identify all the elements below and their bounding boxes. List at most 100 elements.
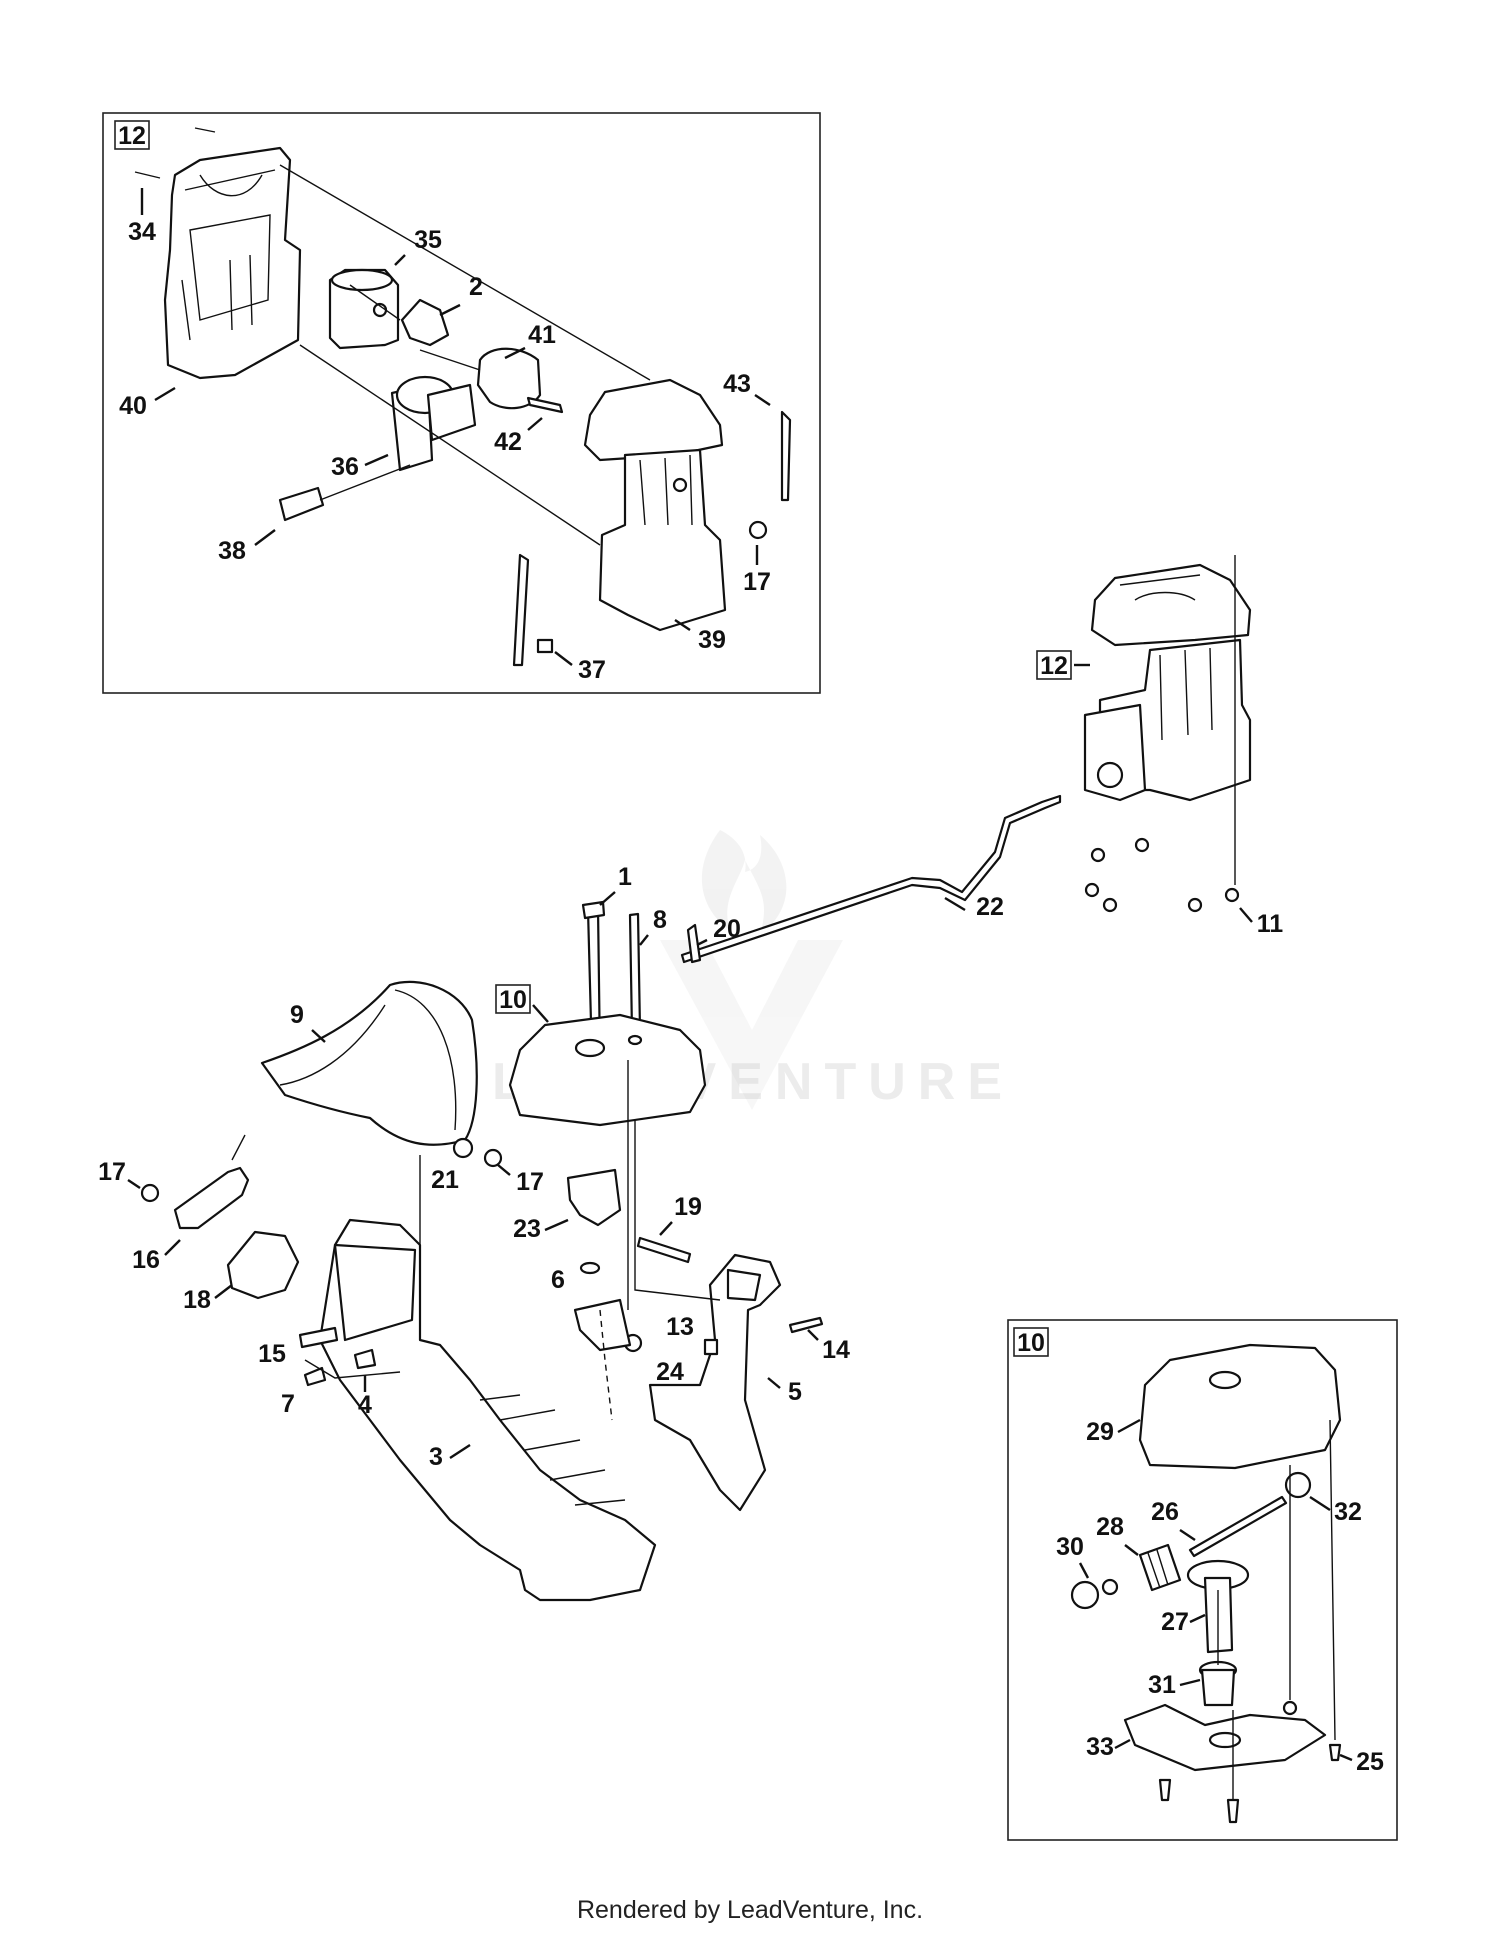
coupler-38 [278, 486, 325, 522]
cover-10-ref-box [495, 984, 531, 1014]
worm-gear-28 [1138, 1543, 1182, 1592]
screw-bottom-1 [1158, 1778, 1172, 1802]
label-20: 20 [713, 915, 741, 943]
label-26: 26 [1151, 1498, 1179, 1526]
gear-block-36 [390, 375, 477, 472]
label-1: 1 [618, 863, 632, 891]
fastener-13 [703, 1338, 719, 1356]
label-25: 25 [1356, 1748, 1384, 1776]
pin-34-lower [134, 171, 161, 179]
link-37 [512, 553, 530, 667]
label-39: 39 [698, 626, 726, 654]
label-30: 30 [1056, 1533, 1084, 1561]
bolt-8 [628, 912, 642, 1033]
watermark-logo [660, 830, 843, 1110]
inset-10-frame [1007, 1319, 1398, 1841]
label-41: 41 [528, 321, 556, 349]
label-34: 34 [128, 218, 156, 246]
rod-22 [680, 794, 1062, 964]
clip-20 [686, 923, 702, 964]
gear-cover-10 [508, 1013, 707, 1127]
label-21: 21 [431, 1166, 459, 1194]
nut-30 [1070, 1580, 1100, 1610]
washer-21 [452, 1137, 474, 1159]
inset-10-ref-label: 10 [1017, 1329, 1045, 1357]
bolt-14 [788, 1316, 824, 1334]
screw-bottom-2 [1226, 1798, 1240, 1824]
label-24: 24 [656, 1358, 684, 1386]
assembly-lines-12 [279, 164, 651, 546]
cover-10-ref-label: 10 [499, 986, 527, 1014]
label-40: 40 [119, 392, 147, 420]
link-43 [780, 410, 792, 502]
label-16: 16 [132, 1246, 160, 1274]
pin-34-upper [194, 127, 216, 133]
inset-12-frame [102, 112, 821, 694]
label-28: 28 [1096, 1513, 1124, 1541]
screws-11 [1084, 837, 1240, 913]
label-17-left: 17 [98, 1158, 126, 1186]
label-27: 27 [1161, 1608, 1189, 1636]
label-43: 43 [723, 370, 751, 398]
bolt-7 [303, 1366, 327, 1387]
label-29: 29 [1086, 1418, 1114, 1446]
label-8: 8 [653, 906, 667, 934]
cover-29 [1138, 1343, 1342, 1470]
clip-37 [536, 638, 554, 654]
inset-12-ref-label: 12 [118, 122, 146, 150]
assembly-12-ref-box [1036, 650, 1072, 680]
label-37: 37 [578, 656, 606, 684]
label-36: 36 [331, 453, 359, 481]
bolt-15 [298, 1326, 339, 1349]
label-35: 35 [414, 226, 442, 254]
bracket-23 [566, 1168, 622, 1227]
label-18: 18 [183, 1286, 211, 1314]
label-19: 19 [674, 1193, 702, 1221]
label-2: 2 [469, 273, 483, 301]
bracket-5 [648, 1253, 782, 1512]
pin-19 [636, 1236, 692, 1264]
assembly-lines-10 [1217, 1419, 1336, 1800]
label-11: 11 [1257, 910, 1284, 938]
label-13: 13 [666, 1313, 694, 1341]
assembly-12-ref-label: 12 [1040, 652, 1068, 680]
nut-17-inset12 [748, 520, 768, 540]
motor-35 [328, 268, 400, 350]
column-39 [583, 378, 727, 632]
label-7: 7 [281, 1390, 295, 1418]
shaft-42 [526, 396, 564, 414]
label-33: 33 [1086, 1733, 1114, 1761]
plate-33 [1123, 1700, 1327, 1772]
bolt-4 [353, 1348, 377, 1370]
inset-12-ref-box [114, 120, 150, 150]
chute-3 [318, 1218, 657, 1602]
control-assembly-12 [1083, 563, 1252, 802]
label-15: 15 [258, 1340, 286, 1368]
label-5: 5 [788, 1378, 802, 1406]
label-22: 22 [976, 893, 1004, 921]
label-38: 38 [218, 537, 246, 565]
cam-2 [400, 298, 450, 347]
label-3: 3 [429, 1443, 443, 1471]
inset-10-ref-box [1013, 1327, 1049, 1357]
label-32: 32 [1334, 1498, 1362, 1526]
nut-17-deflector [483, 1148, 503, 1168]
washer-30 [1101, 1578, 1119, 1596]
footer-credit: Rendered by LeadVenture, Inc. [576, 1896, 924, 1924]
label-4: 4 [358, 1391, 372, 1419]
label-42: 42 [494, 428, 522, 456]
gearbox-18 [226, 1230, 300, 1300]
bushing-31 [1198, 1660, 1238, 1707]
label-31: 31 [1148, 1671, 1176, 1699]
nut-17-left [140, 1183, 160, 1203]
bolt-1-head [581, 900, 606, 920]
label-17-deflector: 17 [516, 1168, 544, 1196]
label-23: 23 [513, 1215, 541, 1243]
control-housing-left [163, 146, 302, 380]
screw-25 [1328, 1743, 1342, 1762]
label-9: 9 [290, 1001, 304, 1029]
label-14: 14 [822, 1336, 850, 1364]
shaft-26 [1188, 1495, 1288, 1558]
label-17-inset12: 17 [743, 568, 771, 596]
